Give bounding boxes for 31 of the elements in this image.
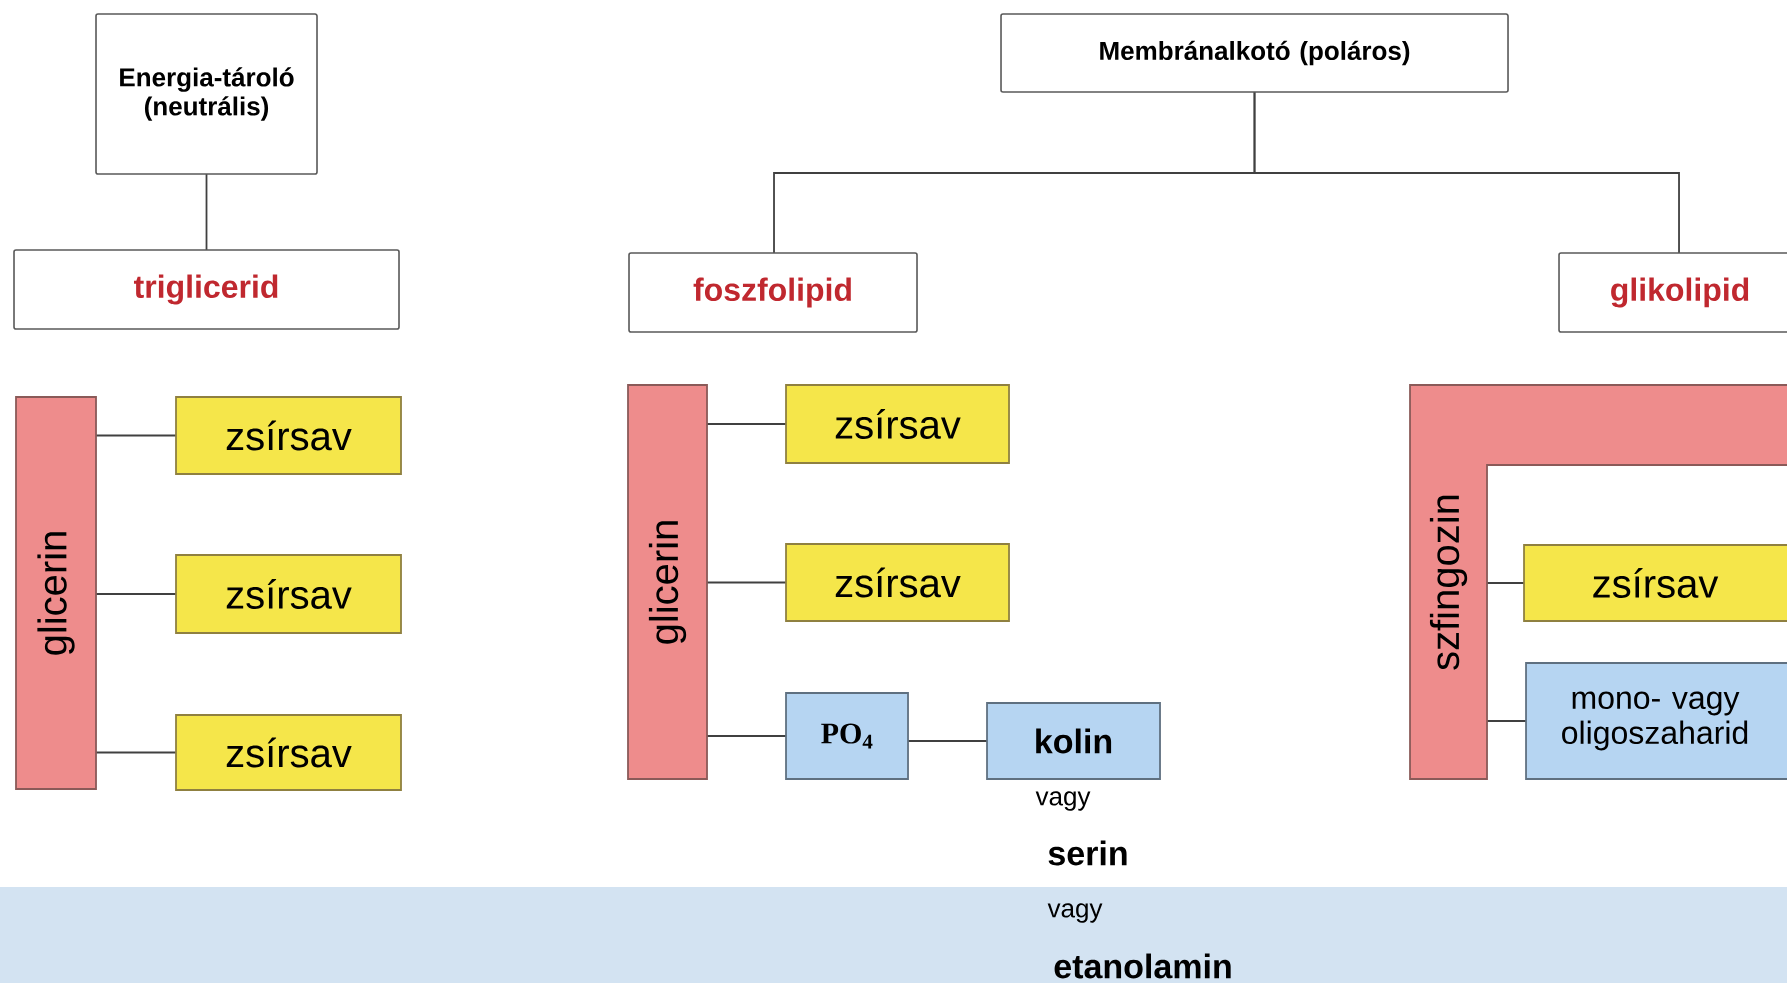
connector-line — [95, 434, 177, 437]
lipid-type-box: glikolipid — [1558, 252, 1787, 333]
connector-line — [907, 740, 988, 742]
fatty-acid-box: zsírsav — [175, 554, 402, 634]
fatty-acid-box: zsírsav — [785, 384, 1010, 464]
connector-line — [1486, 720, 1527, 722]
connector-line — [706, 581, 787, 584]
connector-line — [706, 735, 787, 737]
phosphate-box: PO$_{4}$ — [785, 692, 909, 780]
alternative-head-group: etanolamin — [1054, 953, 1231, 979]
head-group-box: kolin — [986, 702, 1161, 780]
alternative-connector-word: vagy — [1035, 791, 1091, 811]
connector-line — [1253, 91, 1680, 254]
fatty-acid-box: zsírsav — [1523, 544, 1787, 622]
category-box: Membránalkotó (poláros) — [1000, 13, 1509, 93]
connector-line — [95, 751, 177, 754]
alternative-connector-word: vagy — [1047, 903, 1103, 923]
alternative-head-group: serin — [1048, 840, 1127, 866]
backbone-bar: glicerin — [15, 396, 97, 790]
lipid-type-box: triglicerid — [13, 249, 400, 330]
fatty-acid-box: zsírsav — [175, 714, 402, 791]
backbone-bar: glicerin — [627, 384, 708, 780]
connector-line — [706, 423, 787, 425]
connector-line — [1486, 582, 1525, 584]
category-box: Energia-tároló (neutrális) — [95, 13, 318, 175]
fatty-acid-box: zsírsav — [175, 396, 402, 475]
connector-line — [95, 593, 177, 595]
fatty-acid-box: zsírsav — [785, 543, 1010, 622]
connector-line — [205, 173, 208, 251]
lipid-type-box: foszfolipid — [628, 252, 918, 333]
sugar-box: mono- vagy oligoszaharid — [1525, 662, 1787, 780]
